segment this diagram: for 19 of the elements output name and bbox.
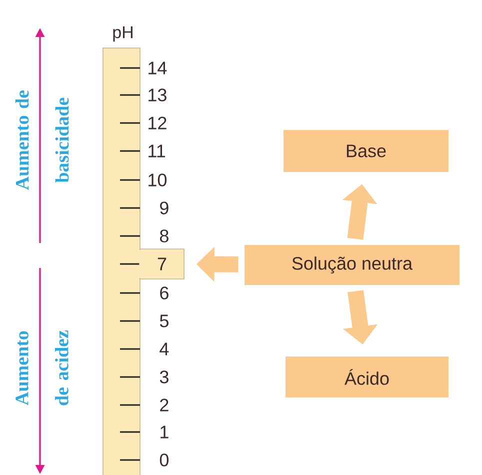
scale-number: 0 (160, 454, 169, 466)
side-text: Aumento de acidez (16, 330, 68, 406)
label-box: Base (284, 130, 448, 172)
scale-number: 2 (160, 398, 168, 412)
scale-number: 9 (160, 202, 168, 214)
scale-number: 13 (148, 88, 166, 102)
axis-label: pH (113, 26, 132, 42)
scale-number: 4 (160, 342, 169, 356)
label-box: Solução neutra (244, 245, 460, 285)
label-box: Ácido (286, 356, 448, 398)
scale-number: 1 (160, 426, 168, 438)
scale-number: 11 (148, 144, 165, 158)
side-text: Aumento de basicidade (15, 90, 69, 190)
scale-number: 10 (148, 174, 167, 186)
ph-value-tab: 7 (140, 248, 184, 280)
scale-number: 12 (148, 116, 166, 130)
scale-number: 14 (148, 62, 167, 74)
scale-number: 3 (160, 370, 168, 384)
scale-number: 5 (160, 314, 168, 328)
